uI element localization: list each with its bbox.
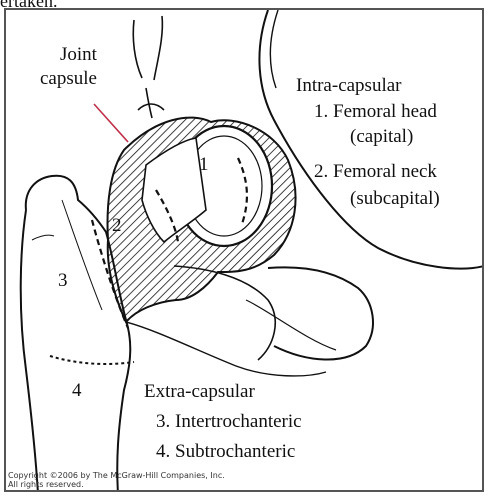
intra-capsular-heading: Intra-capsular <box>296 74 402 98</box>
intra-capsular-item-1-sub: (capital) <box>350 125 413 149</box>
extra-capsular-item-3: 3. Intertrochanteric <box>156 410 302 434</box>
capsule-pointer-line <box>94 104 128 142</box>
extra-capsular-heading: Extra-capsular <box>144 380 255 404</box>
region-number-3: 3 <box>58 270 68 292</box>
intra-capsular-item-2-sub: (subcapital) <box>350 187 440 211</box>
region-number-2: 2 <box>112 215 122 237</box>
diagram-frame: Joint capsule Intra-capsular 1. Femoral … <box>4 8 484 492</box>
copyright-line-1: Copyright ©2006 by The McGraw-Hill Compa… <box>8 471 225 480</box>
copyright-notice: Copyright ©2006 by The McGraw-Hill Compa… <box>8 471 225 489</box>
joint-capsule-label-line2: capsule <box>40 67 97 91</box>
intra-capsular-item-1: 1. Femoral head <box>314 100 437 124</box>
intra-capsular-item-2: 2. Femoral neck <box>314 160 437 184</box>
extra-capsular-item-4: 4. Subtrochanteric <box>156 440 295 464</box>
joint-capsule-label-line1: Joint <box>60 43 97 67</box>
region-number-4: 4 <box>72 380 82 402</box>
copyright-line-2: All rights reserved. <box>8 480 225 489</box>
region-number-1: 1 <box>199 154 209 176</box>
